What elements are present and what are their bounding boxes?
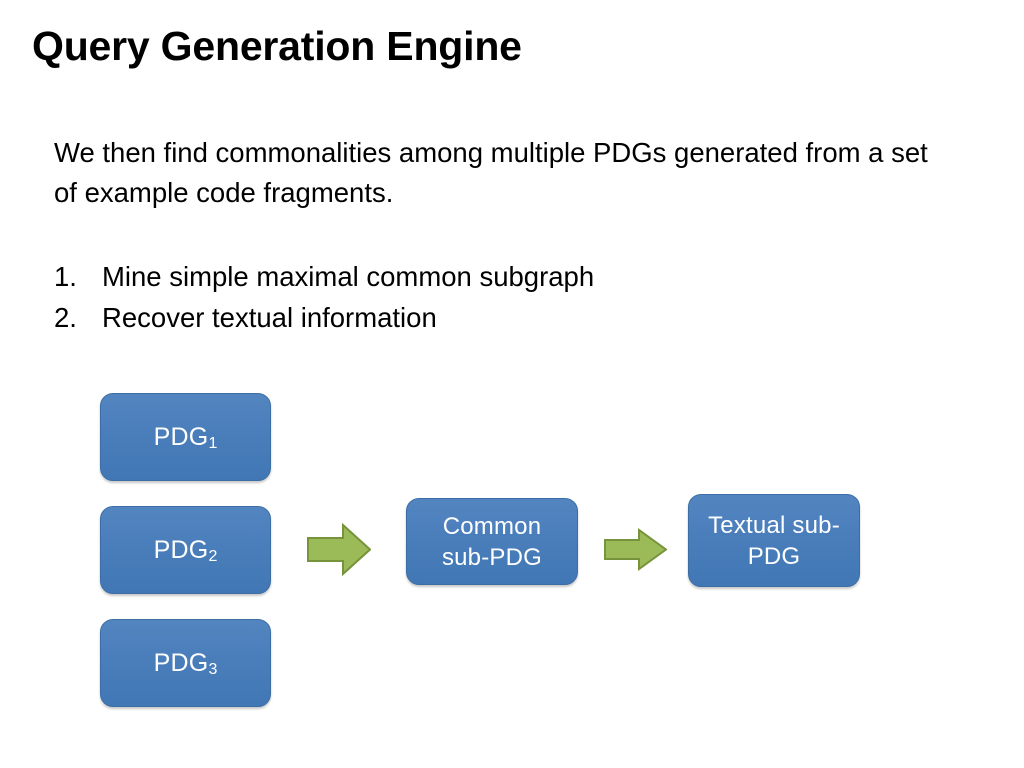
diagram-node-pdg2: PDG2 [100, 506, 271, 594]
list-item-label: Recover textual information [102, 302, 437, 333]
diagram-node-pdg3-label: PDG3 [153, 649, 218, 678]
diagram-node-pdg2-label: PDG2 [153, 536, 218, 565]
diagram-node-pdg1-label: PDG1 [153, 423, 218, 452]
list-item-number: 2. [54, 302, 77, 333]
page-title: Query Generation Engine [32, 23, 522, 69]
body-paragraph: We then find commonalities among multipl… [54, 137, 928, 208]
diagram-node-textual-sub-pdg-label: Textual sub-PDG [708, 511, 840, 570]
list-item: 2. Recover textual information [54, 297, 914, 338]
list-item-label: Mine simple maximal common subgraph [102, 261, 595, 292]
diagram-node-pdg1: PDG1 [100, 393, 271, 481]
list-item-number: 1. [54, 261, 77, 292]
steps-list: 1. Mine simple maximal common subgraph 2… [54, 256, 914, 338]
list-item: 1. Mine simple maximal common subgraph [54, 256, 914, 297]
arrow-common-to-textual-icon [604, 528, 667, 571]
diagram-node-textual-sub-pdg: Textual sub-PDG [688, 494, 860, 587]
arrow-inputs-to-common-icon [307, 523, 371, 576]
diagram-node-pdg3: PDG3 [100, 619, 271, 707]
